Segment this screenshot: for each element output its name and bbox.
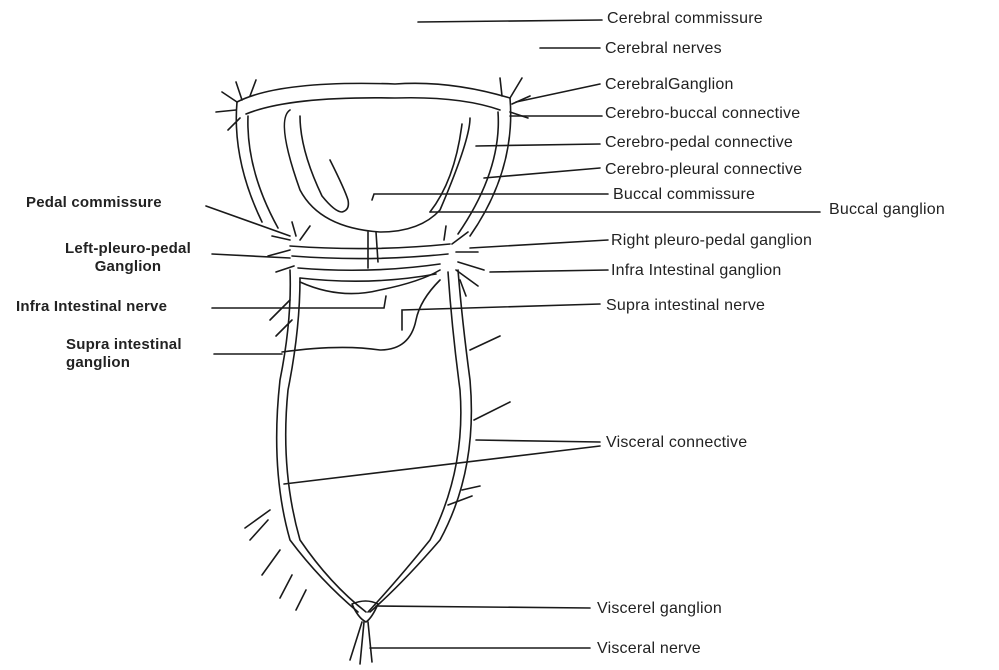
label-supra-intestinal-nerve: Supra intestinal nerve	[606, 297, 765, 315]
label-visceral-ganglion: Viscerel ganglion	[597, 600, 722, 618]
label-visceral-connective: Visceral connective	[606, 434, 747, 452]
right-visceral-connective	[370, 270, 471, 612]
label-supra-intestinal-ganglion: Supra intestinal ganglion	[66, 336, 182, 372]
label-pedal-commissure: Pedal commissure	[26, 194, 162, 212]
label-infra-intestinal-nerve: Infra Intestinal nerve	[16, 298, 167, 316]
label-supra-intestinal-line2: ganglion	[66, 354, 182, 372]
label-cerebral-ganglion: CerebralGanglion	[605, 76, 734, 94]
label-right-pleuro-pedal-ganglion: Right pleuro-pedal ganglion	[611, 232, 812, 250]
label-cerebral-commissure: Cerebral commissure	[607, 10, 763, 28]
label-supra-intestinal-line1: Supra intestinal	[66, 336, 182, 354]
label-left-pleuro-pedal-line2: Ganglion	[46, 258, 210, 276]
label-visceral-nerve: Visceral nerve	[597, 640, 701, 658]
label-cerebro-buccal-connective: Cerebro-buccal connective	[605, 105, 800, 123]
cerebral-commissure	[237, 83, 510, 102]
label-buccal-ganglion: Buccal ganglion	[829, 201, 945, 219]
label-cerebro-pedal-connective: Cerebro-pedal connective	[605, 134, 793, 152]
pedal-commissure	[290, 244, 450, 249]
label-infra-intestinal-ganglion: Infra Intestinal ganglion	[611, 262, 781, 280]
label-left-pleuro-pedal-ganglion: Left-pleuro-pedal Ganglion	[46, 240, 210, 276]
label-buccal-commissure: Buccal commissure	[613, 186, 755, 204]
left-visceral-connective	[277, 270, 358, 612]
label-cerebral-nerves: Cerebral nerves	[605, 40, 722, 58]
label-cerebro-pleural-connective: Cerebro-pleural connective	[605, 161, 802, 179]
label-left-pleuro-pedal-line1: Left-pleuro-pedal	[46, 240, 210, 258]
